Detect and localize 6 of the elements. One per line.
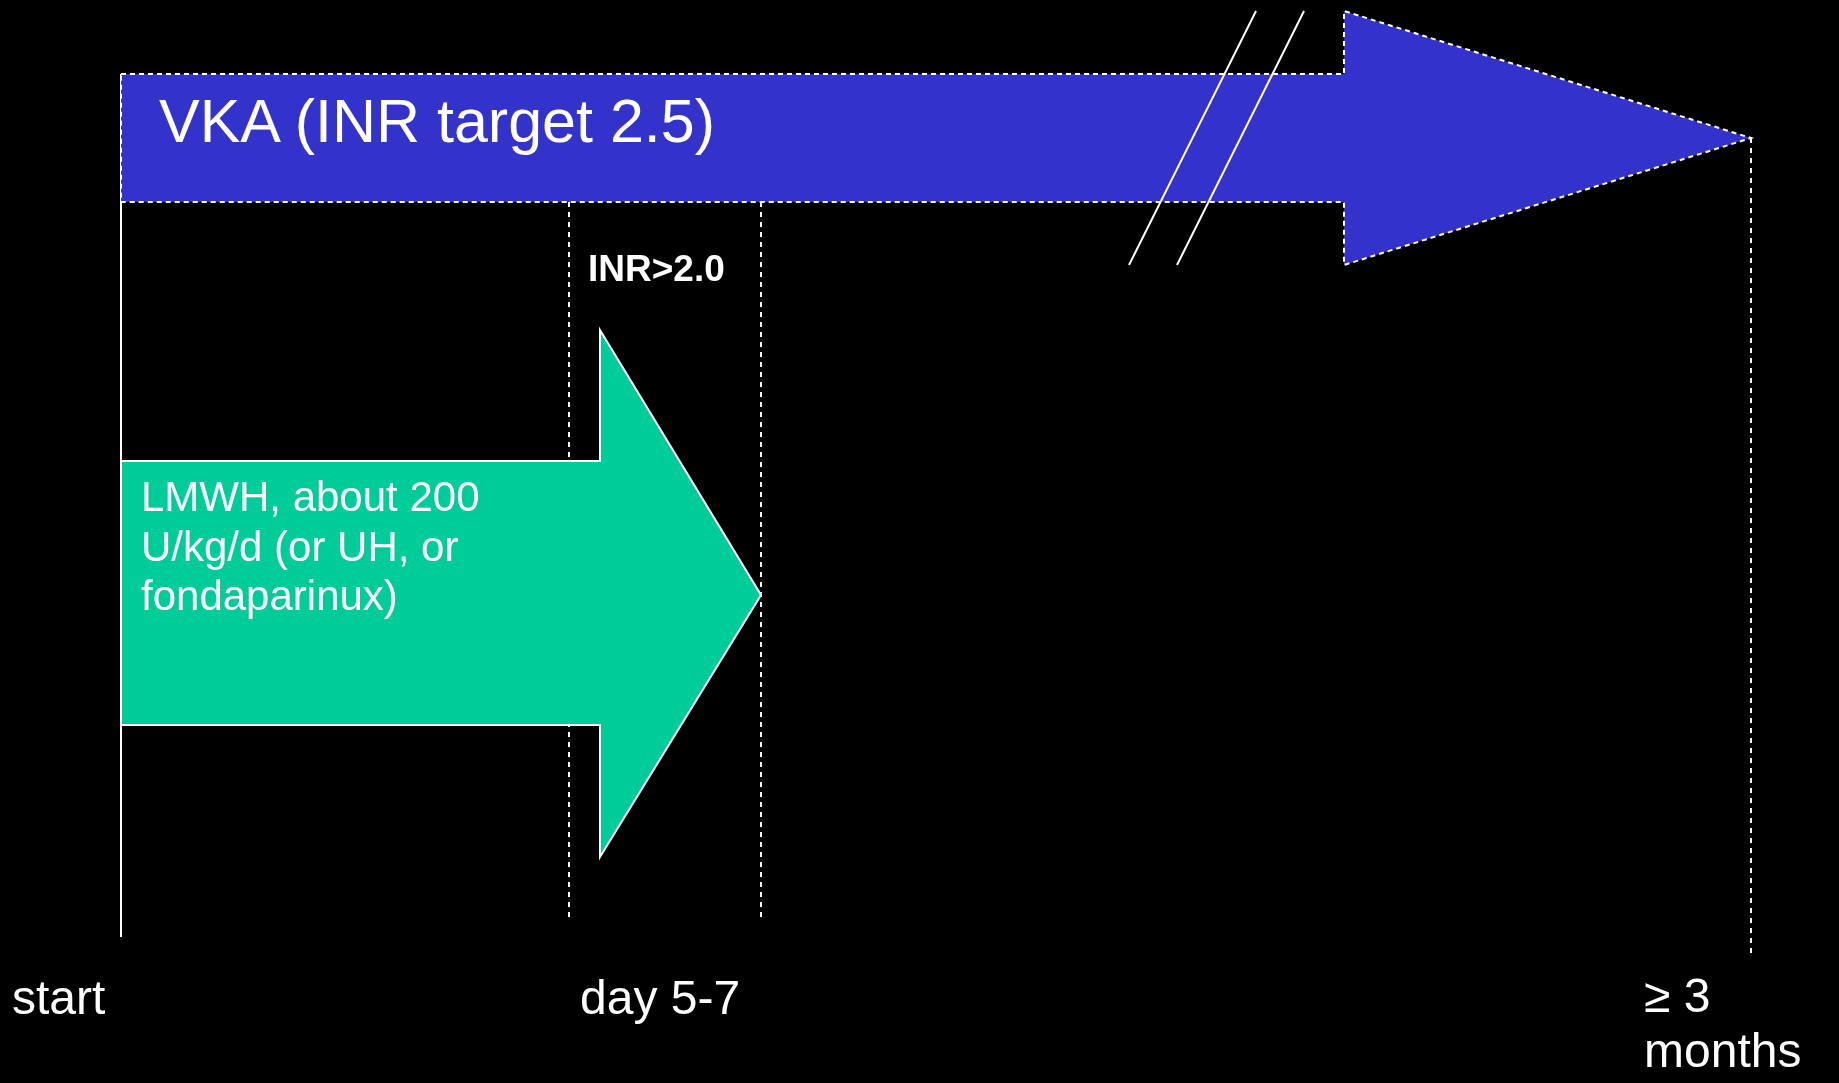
time-label: start <box>12 970 106 1026</box>
time-label: day 5-7 <box>580 970 741 1026</box>
node-label: VKA (INR target 2.5) <box>159 86 716 157</box>
threshold-label: INR>2.0 <box>588 248 725 291</box>
time-label: ≥ 3 months <box>1644 968 1803 1079</box>
node-label: LMWH, about 200 U/kg/d (or UH, or fondaparinux) <box>141 472 481 621</box>
